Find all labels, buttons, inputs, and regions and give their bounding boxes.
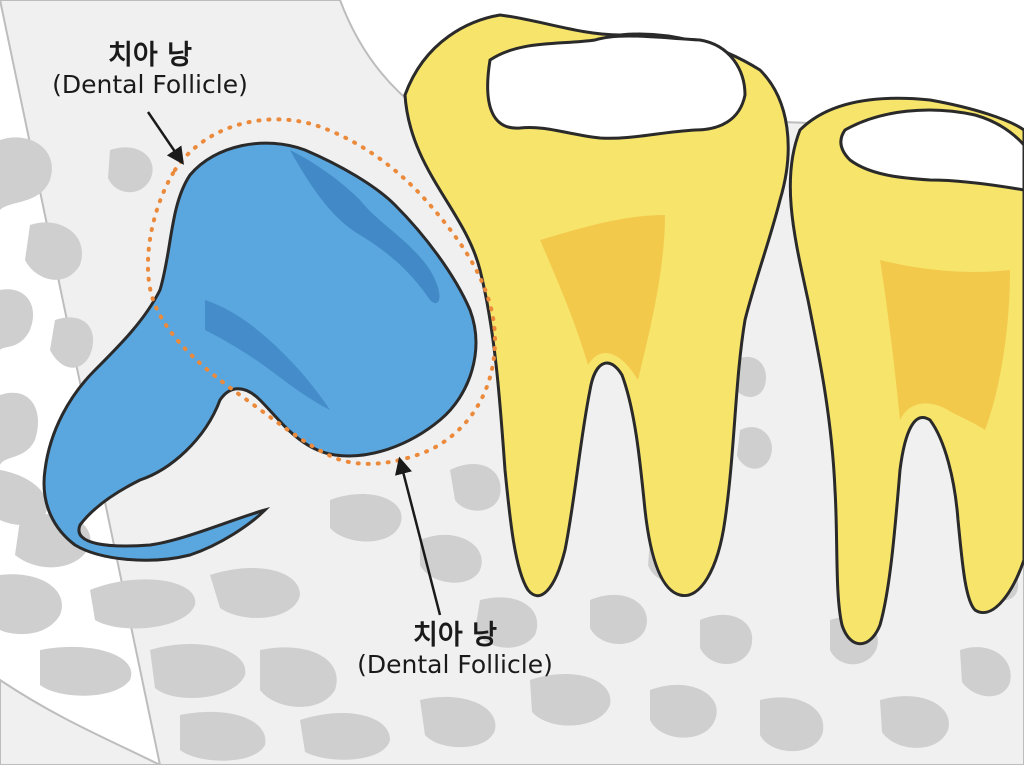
erupted-molar-2 [788,96,1024,646]
dental-follicle-outline [145,117,498,466]
follicle-label-bottom-korean: 치아 낭 [413,620,497,651]
arrow-icon [146,111,184,165]
impacted-tooth [42,141,478,562]
follicle-label-top: 치아 낭 (Dental Follicle) [20,40,280,100]
erupted-molar-1 [403,13,790,598]
arrow-icon [395,456,442,616]
follicle-label-bottom: 치아 낭 (Dental Follicle) [310,620,600,680]
trabecular-bone-pattern [0,137,1019,761]
follicle-label-top-english: (Dental Follicle) [52,70,248,100]
follicle-label-bottom-english: (Dental Follicle) [357,650,553,680]
follicle-label-top-korean: 치아 낭 [108,40,192,71]
